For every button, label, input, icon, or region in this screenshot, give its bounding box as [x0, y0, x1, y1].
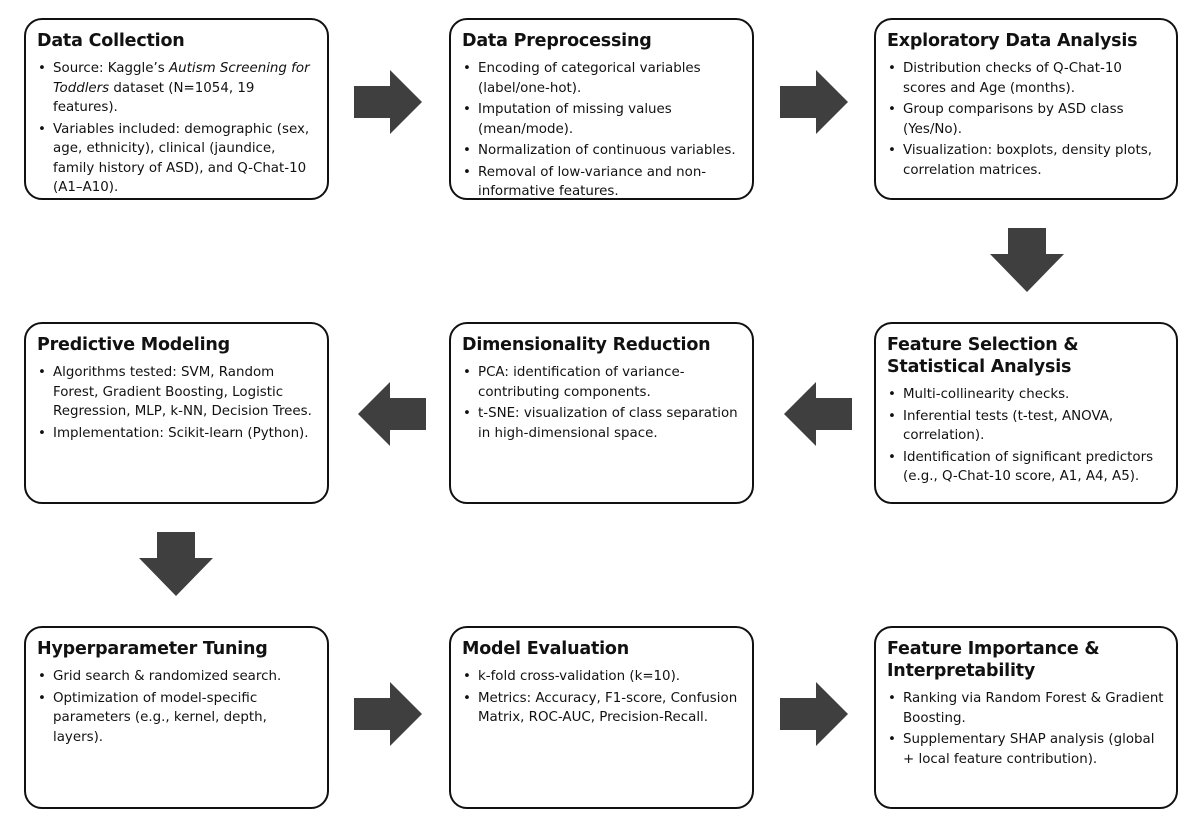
- right-arrow-icon: [780, 70, 848, 134]
- arrow-shape: [780, 682, 848, 746]
- left-arrow-icon: [784, 382, 852, 446]
- bullet-item: Imputation of missing values (mean/mode)…: [462, 100, 742, 139]
- box-title: Data Preprocessing: [462, 31, 652, 51]
- box-data-preprocessing: Data PreprocessingEncoding of categorica…: [449, 18, 754, 200]
- bullet-list: Grid search & randomized search. Optimiza…: [37, 667, 317, 747]
- box-title: Predictive Modeling: [37, 335, 230, 355]
- bullet-item: Optimization of model-specific parameter…: [37, 689, 317, 748]
- dataset-name: Autism Screening for Toddlers: [53, 61, 310, 96]
- bullet-text: Grid search & randomized search.: [53, 669, 282, 684]
- right-arrow-icon: [780, 682, 848, 746]
- bullet-text: Multi-collinearity checks.: [903, 387, 1070, 402]
- bullet-list: PCA: identification of variance-contribu…: [462, 363, 742, 443]
- bullet-text: Visualization: boxplots, density plots, …: [903, 143, 1152, 178]
- bullet-list: Ranking via Random Forest & Gradient Boo…: [887, 689, 1166, 769]
- bullet-item: Distribution checks of Q-Chat-10 scores …: [887, 59, 1166, 98]
- box-dimensionality-reduction: Dimensionality ReductionPCA: identificat…: [449, 322, 754, 504]
- bullet-text: dataset (N=1054, 19 features).: [53, 80, 255, 116]
- bullet-text: Removal of low-variance and non-informat…: [478, 164, 707, 200]
- box-title: Feature Selection & Statistical Analysis: [887, 335, 1079, 377]
- bullet-list: Encoding of categorical variables (label…: [462, 59, 742, 202]
- bullet-item: Visualization: boxplots, density plots, …: [887, 141, 1166, 180]
- bullet-text: t-SNE: visualization of class separation…: [478, 406, 738, 441]
- bullet-item: Encoding of categorical variables (label…: [462, 59, 742, 98]
- bullet-item: Ranking via Random Forest & Gradient Boo…: [887, 689, 1166, 728]
- bullet-item: PCA: identification of variance-contribu…: [462, 363, 742, 402]
- bullet-text: Implementation: Scikit-learn (Python).: [53, 425, 309, 441]
- bullet-text: Group comparisons by ASD class (Yes/No).: [903, 102, 1124, 137]
- bullet-item: Normalization of continuous variables.: [462, 141, 742, 161]
- bullet-text: Supplementary SHAP analysis (global + lo…: [903, 732, 1155, 767]
- box-model-evaluation: Model Evaluation k-fold cross-validation …: [449, 626, 754, 809]
- bullet-list: Source: Kaggle’s Autism Screening for To…: [37, 59, 317, 198]
- left-arrow-icon: [358, 382, 426, 446]
- box-feature-importance: Feature Importance & InterpretabilityRan…: [874, 626, 1178, 809]
- arrow-shape: [990, 228, 1064, 292]
- bullet-item: t-SNE: visualization of class separation…: [462, 404, 742, 443]
- bullet-item: Multi-collinearity checks.: [887, 385, 1166, 405]
- arrow-shape: [784, 382, 852, 446]
- bullet-item: Removal of low-variance and non-informat…: [462, 163, 742, 202]
- bullet-text: Identification of significant predictors…: [903, 449, 1154, 485]
- box-title: Dimensionality Reduction: [462, 335, 711, 355]
- bullet-text: k-fold cross-validation (k=10).: [478, 669, 681, 684]
- bullet-text: Normalization of continuous variables.: [478, 143, 736, 158]
- bullet-item: Variables included: demographic (sex, ag…: [37, 120, 317, 198]
- down-arrow-icon: [990, 228, 1064, 292]
- bullet-text: Metrics: Accuracy, F1-score, Confusion M…: [478, 690, 738, 726]
- down-arrow-icon: [139, 532, 213, 596]
- bullet-text: PCA: identification of variance-contribu…: [478, 365, 685, 400]
- box-title: Hyperparameter Tuning: [37, 639, 268, 659]
- box-title: Data Collection: [37, 31, 185, 51]
- bullet-list: Algorithms tested: SVM, Random Forest, G…: [37, 363, 317, 443]
- right-arrow-icon: [354, 682, 422, 746]
- box-feature-selection: Feature Selection & Statistical Analysis…: [874, 322, 1178, 504]
- bullet-item: Implementation: Scikit-learn (Python).: [37, 424, 317, 444]
- bullet-item: Source: Kaggle’s Autism Screening for To…: [37, 59, 317, 118]
- bullet-text: Variables included: demographic (sex, ag…: [53, 121, 310, 196]
- bullet-item: Group comparisons by ASD class (Yes/No).: [887, 100, 1166, 139]
- bullet-text: Algorithms tested: SVM, Random Forest, G…: [53, 365, 312, 419]
- bullet-text: Encoding of categorical variables (label…: [478, 61, 701, 96]
- right-arrow-icon: [354, 70, 422, 134]
- box-predictive-modeling: Predictive ModelingAlgorithms tested: SV…: [24, 322, 329, 504]
- arrow-shape: [354, 682, 422, 746]
- bullet-item: Inferential tests (t-test, ANOVA, correl…: [887, 407, 1166, 446]
- arrow-shape: [358, 382, 426, 446]
- box-exploratory-data-analysis: Exploratory Data AnalysisDistribution ch…: [874, 18, 1178, 200]
- bullet-item: k-fold cross-validation (k=10).: [462, 667, 742, 687]
- bullet-list: Distribution checks of Q-Chat-10 scores …: [887, 59, 1166, 180]
- box-title: Feature Importance & Interpretability: [887, 639, 1100, 681]
- bullet-item: Metrics: Accuracy, F1-score, Confusion M…: [462, 689, 742, 728]
- box-data-collection: Data CollectionSource: Kaggle’s Autism S…: [24, 18, 329, 200]
- bullet-text: Distribution checks of Q-Chat-10 scores …: [903, 61, 1122, 96]
- bullet-item: Supplementary SHAP analysis (global + lo…: [887, 730, 1166, 769]
- bullet-item: Algorithms tested: SVM, Random Forest, G…: [37, 363, 317, 422]
- box-hyperparameter-tuning: Hyperparameter TuningGrid search & rando…: [24, 626, 329, 809]
- bullet-text: Ranking via Random Forest & Gradient Boo…: [903, 691, 1164, 726]
- arrow-shape: [780, 70, 848, 134]
- bullet-text: Inferential tests (t-test, ANOVA, correl…: [903, 408, 1114, 444]
- arrow-shape: [354, 70, 422, 134]
- bullet-list: k-fold cross-validation (k=10). Metrics: …: [462, 667, 742, 728]
- bullet-text: Optimization of model-specific parameter…: [53, 690, 267, 745]
- arrow-shape: [139, 532, 213, 596]
- bullet-text: Imputation of missing values (mean/mode)…: [478, 102, 672, 137]
- box-title: Exploratory Data Analysis: [887, 31, 1138, 51]
- bullet-text: Source: Kaggle’s: [53, 61, 169, 76]
- bullet-item: Grid search & randomized search.: [37, 667, 317, 687]
- bullet-list: Multi-collinearity checks. Inferential te…: [887, 385, 1166, 487]
- bullet-item: Identification of significant predictors…: [887, 448, 1166, 487]
- box-title: Model Evaluation: [462, 639, 630, 659]
